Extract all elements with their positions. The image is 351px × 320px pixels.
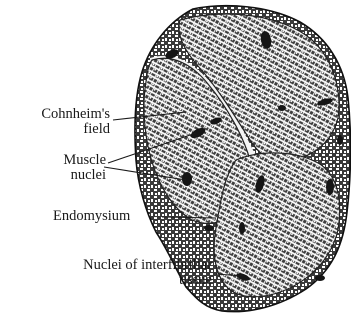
label-interfibrillar-nuclei: Nuclei of interfibrillar tissue: [8, 258, 212, 288]
label-cohnheims-field: Cohnheim's field: [6, 107, 110, 137]
muscle-nucleus: [326, 179, 334, 195]
label-cohnheims-field-line2: field: [6, 122, 110, 137]
label-cohnheims-field-line1: Cohnheim's: [6, 107, 110, 122]
label-muscle-nuclei-line1: Muscle: [30, 153, 106, 168]
label-interfibrillar-line1: Nuclei of interfibrillar: [8, 258, 212, 273]
label-endomysium: Endomysium: [53, 209, 130, 224]
interfibrillar-nucleus: [204, 225, 214, 231]
muscle-nucleus: [278, 105, 286, 111]
label-muscle-nuclei-line2: nuclei: [30, 168, 106, 183]
muscle-nucleus: [182, 172, 192, 186]
label-endomysium-text: Endomysium: [53, 208, 130, 224]
label-muscle-nuclei: Muscle nuclei: [30, 153, 106, 183]
label-interfibrillar-line2: tissue: [8, 273, 212, 288]
muscle-nucleus: [239, 222, 245, 234]
interfibrillar-nucleus: [315, 275, 325, 281]
interfibrillar-nucleus: [337, 135, 343, 145]
